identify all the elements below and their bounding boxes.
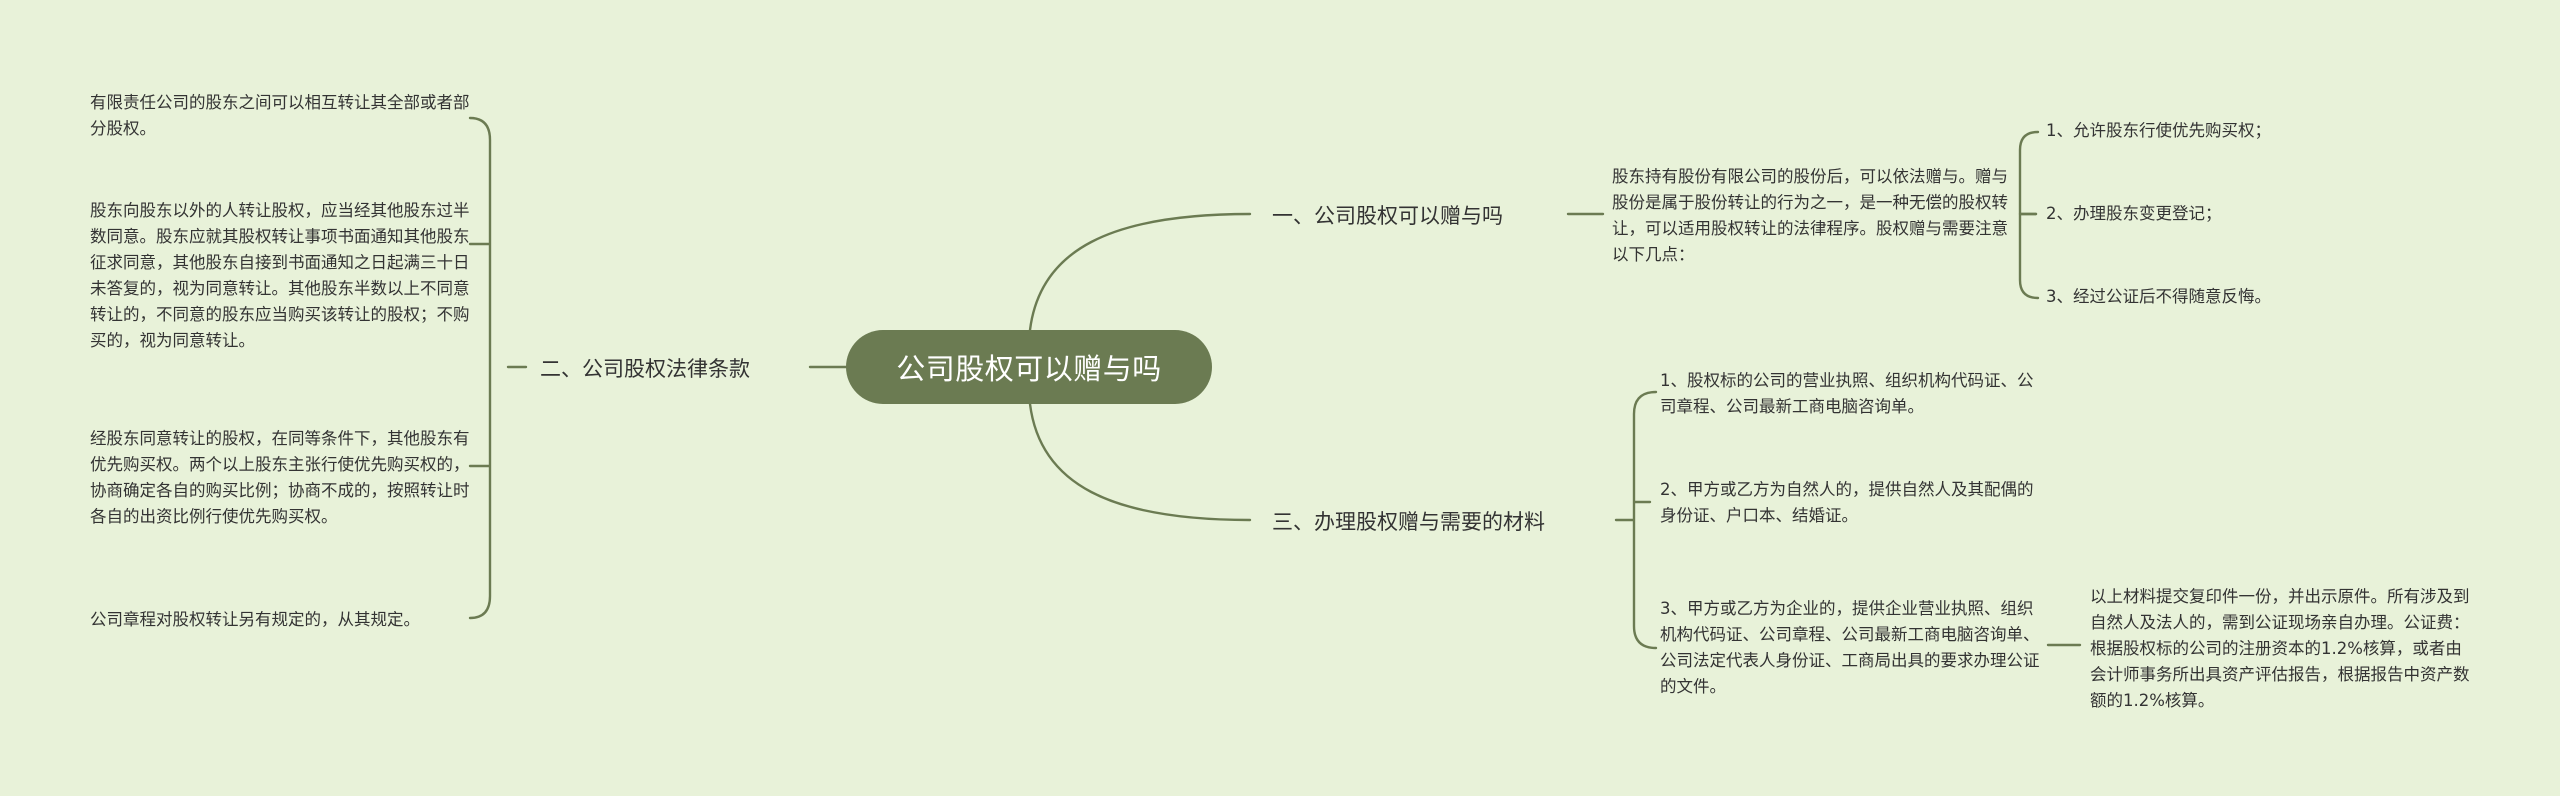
bracket-b3 — [1632, 390, 1658, 650]
leaf-clause-2: 股东向股东以外的人转让股权，应当经其他股东过半数同意。股东应就其股权转让事项书面… — [90, 201, 470, 350]
branch-equity-gift[interactable]: 一、公司股权可以赠与吗 — [1272, 204, 1503, 228]
leaf-gift-point-1: 1、允许股东行使优先购买权； — [2046, 121, 2271, 140]
leaf-clause-1: 有限责任公司的股东之间可以相互转让其全部或者部分股权。 — [90, 93, 470, 138]
leaf-gift-point-2: 2、办理股东变更登记； — [2046, 204, 2222, 223]
leaf-clause-3: 经股东同意转让的股权，在同等条件下，其他股东有优先购买权。两个以上股东主张行使优… — [90, 429, 470, 526]
leaf-gift-intro: 股东持有股份有限公司的股份后，可以依法赠与。赠与股份是属于股份转让的行为之一，是… — [1612, 167, 2008, 264]
leaf-clause-4: 公司章程对股权转让另有规定的，从其规定。 — [90, 610, 420, 629]
leaf-material-1: 1、股权标的公司的营业执照、组织机构代码证、公司章程、公司最新工商电脑咨询单。 — [1660, 371, 2034, 416]
leaf-gift-point-3: 3、经过公证后不得随意反悔。 — [2046, 287, 2271, 306]
branch-required-materials[interactable]: 三、办理股权赠与需要的材料 — [1272, 510, 1545, 534]
link-root-b1 — [1028, 212, 1252, 332]
bracket-b2 — [468, 116, 492, 620]
leaf-material-3: 3、甲方或乙方为企业的，提供企业营业执照、组织机构代码证、公司章程、公司最新工商… — [1660, 599, 2040, 696]
leaf-materials-note: 以上材料提交复印件一份，并出示原件。所有涉及到自然人及法人的，需到公证现场亲自办… — [2090, 587, 2470, 710]
root-topic[interactable]: 公司股权可以赠与吗 — [846, 330, 1212, 404]
link-root-b3 — [1028, 402, 1252, 522]
branch-legal-clauses[interactable]: 二、公司股权法律条款 — [540, 357, 750, 381]
leaf-material-2: 2、甲方或乙方为自然人的，提供自然人及其配偶的身份证、户口本、结婚证。 — [1660, 480, 2034, 525]
